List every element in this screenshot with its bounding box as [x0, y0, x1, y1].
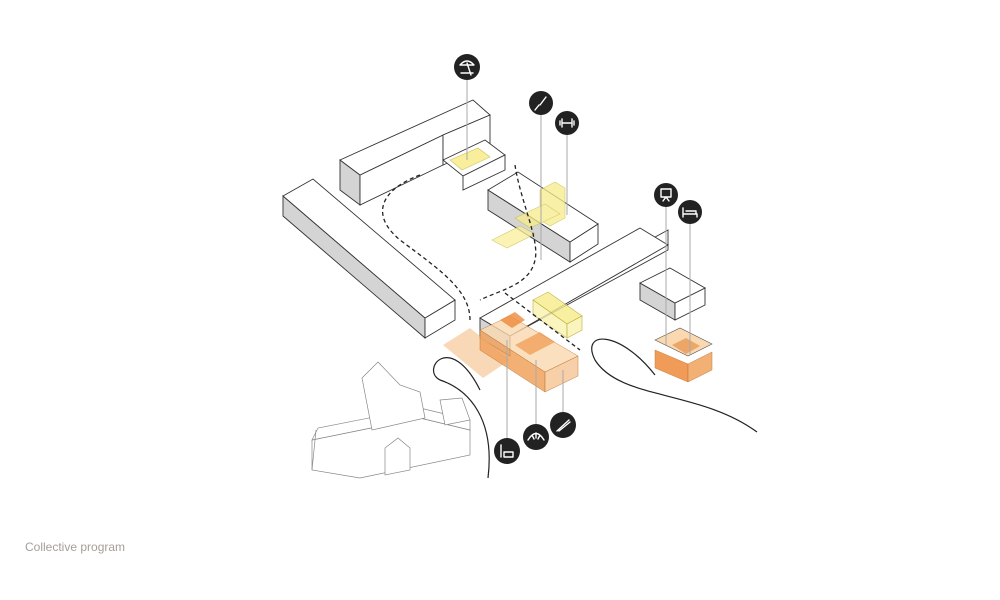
beach-umbrella-icon: [454, 54, 480, 80]
diagram-caption: Collective program: [25, 540, 126, 554]
dumbbell-icon: [555, 111, 579, 135]
lounge-sofa-icon: [494, 438, 520, 464]
saw-icon: [550, 412, 576, 438]
yellow-program-volume: [491, 181, 566, 249]
existing-church-building: [311, 361, 471, 479]
paint-brush-icon: [529, 91, 553, 115]
presentation-easel-icon: [654, 183, 678, 207]
building-long-west: [282, 178, 456, 339]
building-central: [487, 171, 599, 263]
dashed-circulation-path: [504, 292, 581, 351]
orange-program-volume-east: [654, 327, 713, 383]
bed-icon: [678, 200, 702, 224]
orange-program-volume: [443, 312, 579, 393]
building-east-small: [639, 267, 706, 321]
dashed-circulation-path: [479, 164, 537, 301]
flow-arrow: [591, 338, 758, 433]
croissant-icon: [523, 424, 549, 450]
flow-arrow: [432, 357, 490, 479]
leader-lines: [466, 80, 691, 440]
building-north: [339, 99, 506, 206]
